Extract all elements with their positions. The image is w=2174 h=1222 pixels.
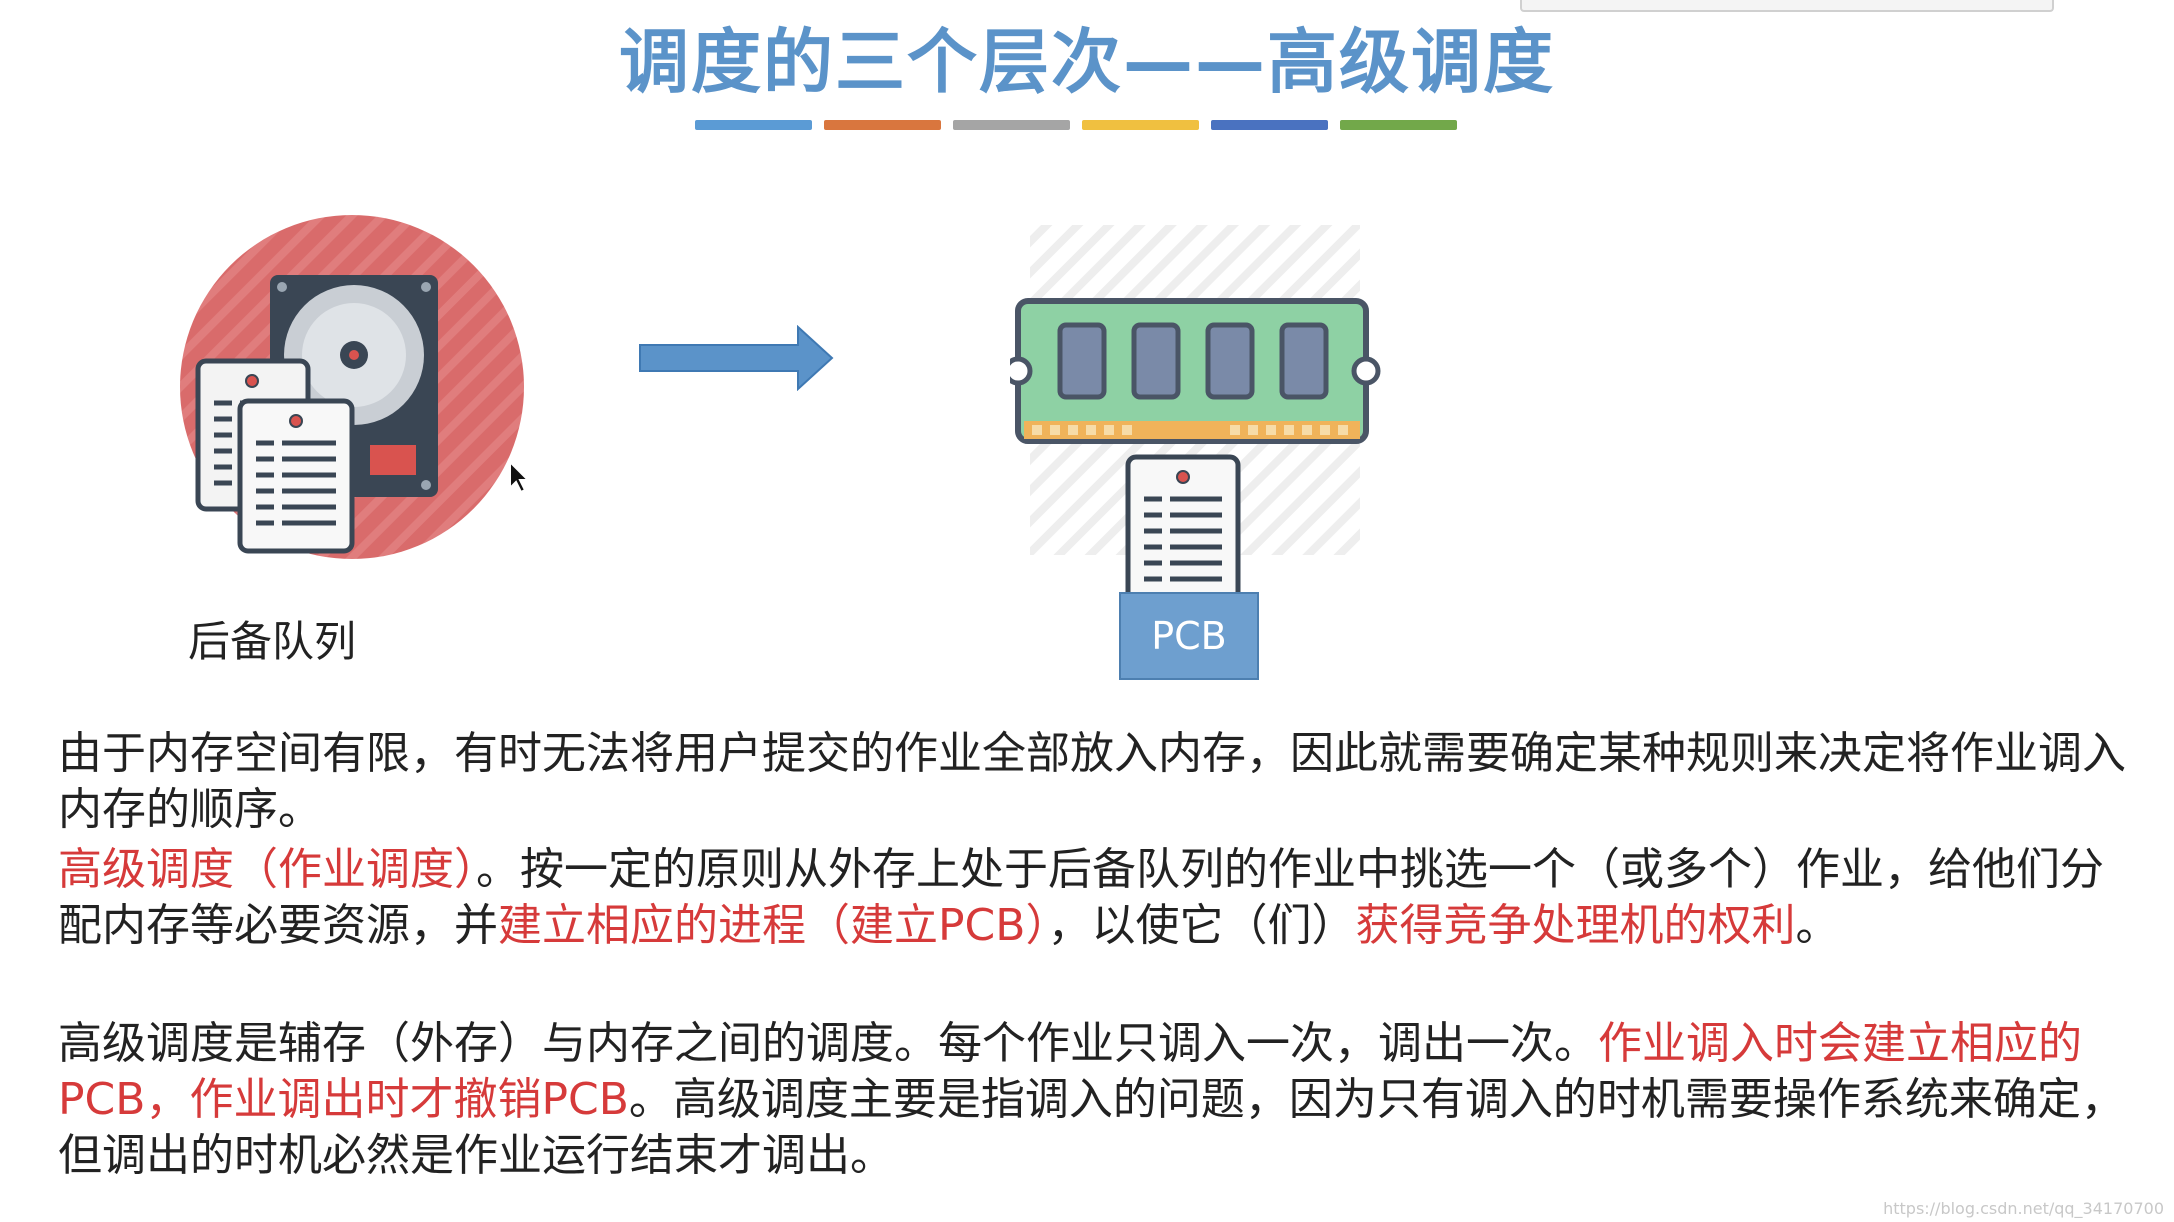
- paragraph-2-text-3: 。: [1795, 900, 1840, 951]
- slide-title: 调度的三个层次——高级调度: [619, 21, 1555, 103]
- color-bar-segment-5: [1211, 120, 1328, 130]
- paragraph-1: 由于内存空间有限，有时无法将用户提交的作业全部放入内存，因此就需要确定某种规则来…: [58, 726, 2138, 838]
- arrow-right-icon: [639, 325, 834, 391]
- high-level-scheduling-term: 高级调度（作业调度）: [58, 844, 476, 895]
- color-bar-segment-2: [824, 120, 941, 130]
- paragraph-2-text-2: ，以使它（们）: [1047, 900, 1356, 951]
- top-toolbar-edge: [1520, 0, 2054, 12]
- paragraph-1-text: 由于内存空间有限，有时无法将用户提交的作业全部放入内存，因此就需要确定某种规则来…: [58, 728, 2126, 835]
- color-bar-segment-3: [953, 120, 1070, 130]
- compete-processor-phrase: 获得竞争处理机的权利: [1355, 900, 1796, 951]
- hard-disk-icon: [180, 215, 524, 559]
- mouse-cursor-icon: [509, 460, 531, 494]
- backup-queue-label: 后备队列: [188, 617, 357, 666]
- paragraph-2: 高级调度（作业调度）。按一定的原则从外存上处于后备队列的作业中挑选一个（或多个）…: [58, 842, 2138, 954]
- paragraph-3: 高级调度是辅存（外存）与内存之间的调度。每个作业只调入一次，调出一次。作业调入时…: [58, 1016, 2138, 1184]
- color-bar-segment-1: [695, 120, 812, 130]
- pcb-create-destroy-phrase: 作业调入时会建立相应的PCB，作业调出时才撤销PCB: [58, 1018, 2082, 1125]
- memory-module-icon: [1010, 225, 1381, 605]
- color-bar-segment-4: [1082, 120, 1199, 130]
- color-bar-segment-6: [1340, 120, 1457, 130]
- document-icon: [1125, 454, 1241, 605]
- title-color-bar: [695, 120, 1457, 130]
- paragraph-3-text-2: 。高级调度主要是指调入的问题，因为只有调入的时机需要操作系统来确定，但调出的时机…: [58, 1074, 2125, 1181]
- pcb-label-box: PCB: [1119, 592, 1259, 680]
- create-pcb-phrase: 建立相应的进程（建立PCB）: [498, 900, 1048, 951]
- paragraph-2-text-1: 。按一定的原则从外存上处于后备队列的作业中挑选一个（或多个）作业，给他们分配内存…: [58, 844, 2104, 951]
- watermark: https://blog.csdn.net/qq_34170700: [1883, 1199, 2164, 1218]
- paragraph-3-text-1: 高级调度是辅存（外存）与内存之间的调度。每个作业只调入一次，调出一次。: [58, 1018, 1598, 1069]
- document-icon: [237, 398, 355, 554]
